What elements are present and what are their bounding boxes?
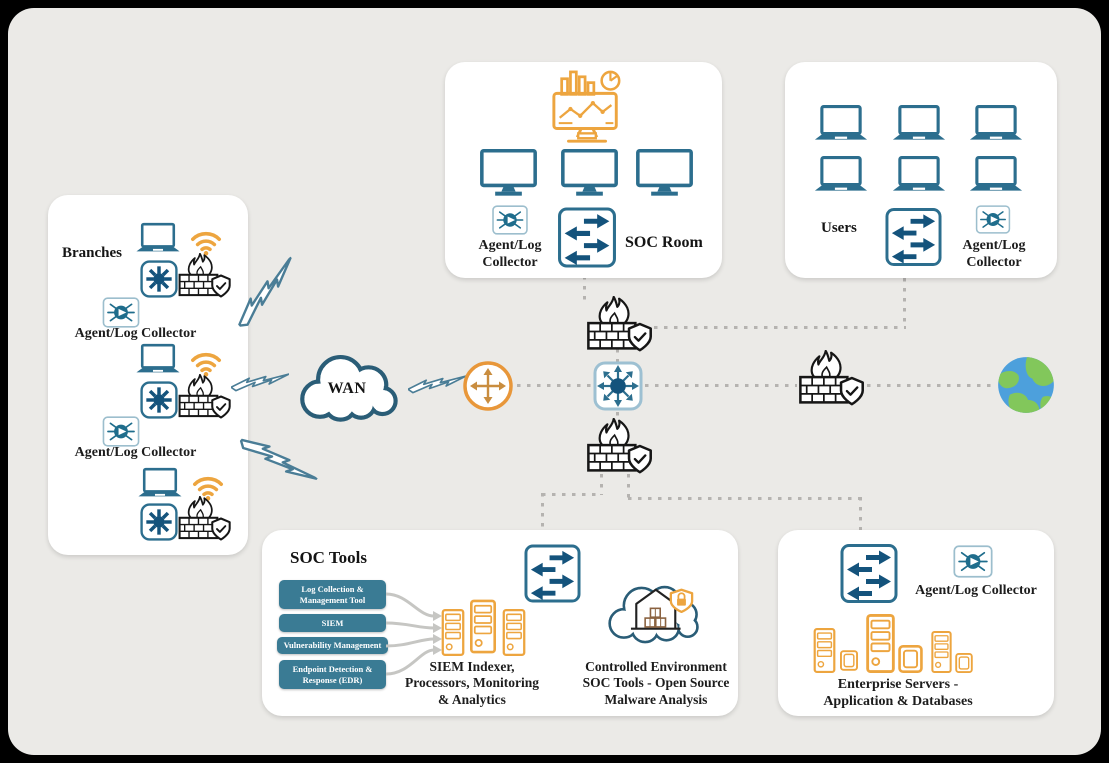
dotted-connector xyxy=(627,474,630,498)
dotted-connector xyxy=(645,384,797,387)
dotted-connector xyxy=(616,412,619,422)
server-tower-icon xyxy=(930,631,953,673)
dotted-connector xyxy=(542,493,602,496)
sandbox-cloud-icon xyxy=(604,572,704,650)
diagram-canvas: Branches Agent/Log Collector Agent/Log C… xyxy=(8,8,1101,755)
siem-caption: SIEM Indexer, Processors, Monitoring & A… xyxy=(405,659,539,707)
wifi-icon xyxy=(188,347,224,377)
branches-title: Branches xyxy=(62,245,122,261)
wan-edge-router-icon xyxy=(462,360,514,412)
switch-icon xyxy=(557,207,617,268)
firewall-icon xyxy=(798,350,866,406)
enterprise-caption: Enterprise Servers - Application & Datab… xyxy=(823,677,973,710)
flow-arrows xyxy=(386,586,442,698)
server-unit-icon xyxy=(955,653,973,673)
laptop-icon xyxy=(890,155,948,195)
laptop-icon xyxy=(812,155,870,195)
agent-collector-icon xyxy=(952,545,994,578)
switch-icon xyxy=(524,544,581,603)
tool-pill-edr: Endpoint Detection & Response (EDR) xyxy=(279,660,386,689)
dotted-connector xyxy=(654,326,906,329)
server-tower-icon xyxy=(865,614,896,673)
lan-router-icon xyxy=(140,381,178,419)
laptop-icon xyxy=(812,104,870,144)
lightning-link-icon xyxy=(231,372,289,396)
tool-pill-siem: SIEM xyxy=(279,614,386,632)
server-tower-icon xyxy=(502,609,526,656)
soc-room-title: SOC Room xyxy=(625,234,703,251)
server-unit-icon xyxy=(898,645,923,673)
desktop-monitor-icon xyxy=(636,149,693,197)
firewall-icon xyxy=(586,296,654,352)
firewall-icon xyxy=(178,253,232,298)
tool-pill-log-collection: Log Collection & Management Tool xyxy=(279,580,386,609)
laptop-icon xyxy=(136,467,184,500)
agent-collector-icon xyxy=(974,205,1012,234)
laptop-icon xyxy=(134,222,182,255)
lan-router-icon xyxy=(140,260,178,298)
firewall-icon xyxy=(178,496,232,541)
server-tower-icon xyxy=(470,597,496,656)
dotted-connector xyxy=(517,384,593,387)
firewall-icon xyxy=(178,374,232,419)
agent-log-collector-label: Agent/Log Collector xyxy=(478,238,542,271)
core-router-icon xyxy=(593,361,643,411)
dotted-connector xyxy=(859,497,862,537)
lan-router-icon xyxy=(140,503,178,541)
switch-icon xyxy=(885,207,942,267)
users-panel: Users Agent/Log Collector xyxy=(785,62,1057,278)
server-tower-icon xyxy=(441,609,465,656)
dotted-connector xyxy=(583,276,586,304)
agent-log-collector-label: Agent/Log Collector xyxy=(915,583,1037,598)
dotted-connector xyxy=(616,349,619,363)
desktop-monitor-icon xyxy=(561,149,618,197)
agent-collector-icon xyxy=(102,297,140,328)
dotted-connector xyxy=(600,474,603,495)
internet-globe-icon xyxy=(996,355,1056,415)
desktop-monitor-icon xyxy=(480,149,537,197)
soc-tools-panel: SOC Tools Log Collection & Management To… xyxy=(262,530,738,716)
wifi-icon xyxy=(188,226,224,256)
lightning-link-icon xyxy=(408,374,466,398)
switch-icon xyxy=(840,543,898,604)
agent-log-collector-label: Agent/Log Collector xyxy=(74,326,197,341)
laptop-icon xyxy=(967,104,1025,144)
soc-room-panel: Agent/Log Collector SOC Room xyxy=(445,62,722,278)
dotted-connector xyxy=(903,278,906,328)
laptop-icon xyxy=(967,155,1025,195)
agent-collector-icon xyxy=(102,416,140,447)
dotted-connector xyxy=(541,493,544,537)
enterprise-panel: Agent/Log Collector Enterprise Servers -… xyxy=(778,530,1054,716)
server-unit-icon xyxy=(840,650,858,671)
dashboard-monitor-icon xyxy=(549,68,627,148)
soc-tools-title: SOC Tools xyxy=(290,548,368,567)
dotted-connector xyxy=(867,384,995,387)
server-tower-icon xyxy=(811,628,838,673)
users-title: Users xyxy=(821,220,857,236)
wan-label: WAN xyxy=(327,380,367,397)
branches-panel: Branches Agent/Log Collector Agent/Log C… xyxy=(48,195,248,555)
firewall-icon xyxy=(586,418,654,474)
dotted-connector xyxy=(628,497,861,500)
agent-log-collector-label: Agent/Log Collector xyxy=(74,445,197,460)
agent-collector-icon xyxy=(491,205,529,235)
laptop-icon xyxy=(134,343,182,376)
laptop-icon xyxy=(890,104,948,144)
controlled-environment-caption: Controlled Environment SOC Tools - Open … xyxy=(582,659,730,707)
agent-log-collector-label: Agent/Log Collector xyxy=(962,238,1026,271)
tool-pill-vulnerability: Vulnerability Management xyxy=(277,637,388,654)
